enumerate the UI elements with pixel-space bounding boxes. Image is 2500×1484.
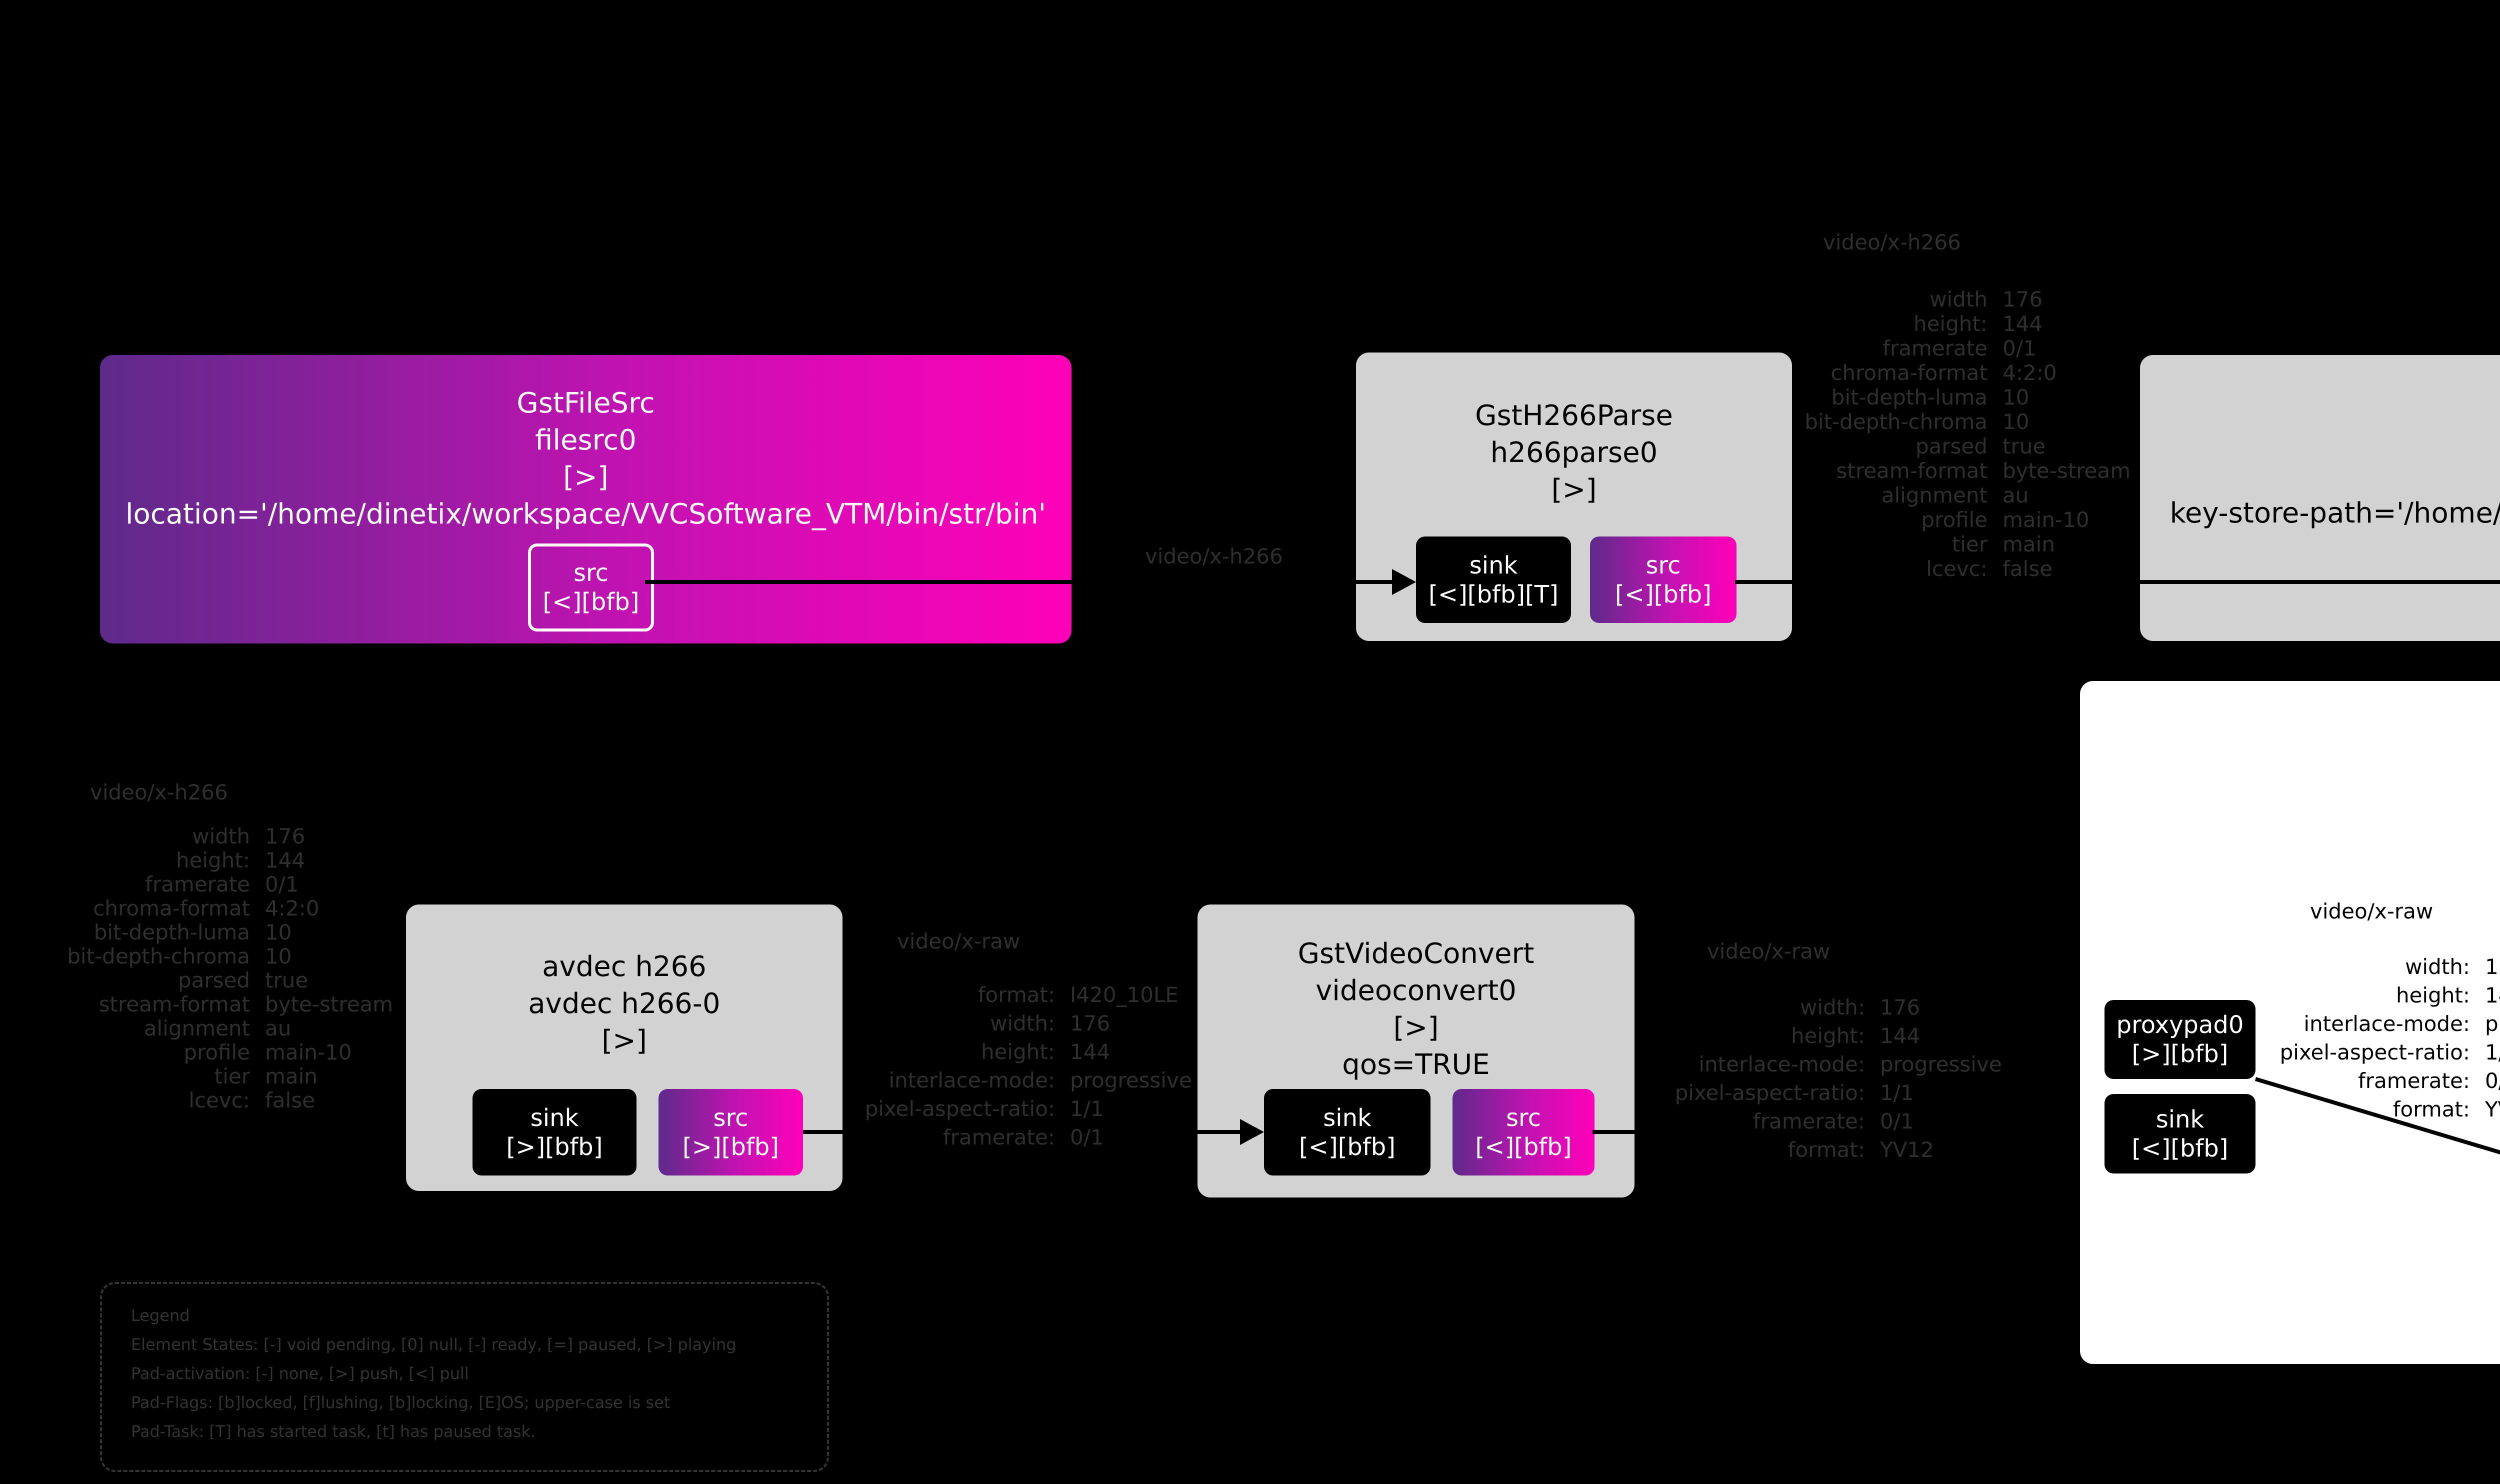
element-type: GstAutoVideoSink [2080, 701, 2500, 738]
bin-autovideosink: GstAutoVideoSink autovideosink0 [>] filt… [2080, 681, 2500, 1364]
legend: Legend Element States: [-] void pending,… [100, 1282, 829, 1472]
pad-flags: [<][bfb] [542, 588, 640, 616]
pad-videoconvert-sink: sink [<][bfb] [1264, 1089, 1430, 1176]
pad-autovideosink-sink: sink [<][bfb] [2104, 1094, 2256, 1174]
arrowhead-h266parse-sink [1392, 569, 1416, 595]
element-type: GstVideoConvert [1298, 938, 1534, 970]
edge-caps-label: video/x-h266 [1145, 544, 1283, 568]
legend-line-pad-task: Pad-Task: [T] has started task, [t] has … [131, 1422, 536, 1441]
pad-h266parse-sink: sink [<][bfb][T] [1416, 536, 1571, 623]
element-name: filesrc0 [535, 424, 636, 456]
pad-name: src [1506, 1104, 1542, 1132]
element-type: DscVerifier [2140, 384, 2500, 421]
pad-avdec-sink: sink [>][bfb] [472, 1089, 636, 1176]
pad-flags: [<][bfb] [1615, 580, 1712, 608]
pad-name: src [1646, 551, 1681, 580]
caps-media-type: video/x-raw [2310, 899, 2434, 924]
element-type: avdec h266 [542, 950, 706, 983]
edge-h266parse-to-dscverifier [1735, 580, 2500, 584]
pad-flags: [>][bfb] [682, 1132, 779, 1161]
legend-line-element-states: Element States: [-] void pending, [0] nu… [131, 1335, 736, 1354]
pad-avdec-src: src [>][bfb] [658, 1089, 803, 1176]
legend-title: Legend [131, 1306, 190, 1325]
element-avdec: avdec h266 avdec h266-0 [>] sink [>][bfb… [406, 904, 842, 1191]
pad-flags: [<][bfb] [1299, 1132, 1396, 1161]
element-name: h266parse0 [1490, 436, 1658, 469]
edge-videoconvert-out [1592, 1130, 2080, 1134]
pad-name: sink [1469, 551, 1518, 580]
element-property: key-store-path='/home/dinetix/workspace/… [2170, 497, 2500, 530]
element-state: [>] [602, 1024, 647, 1057]
pad-name: src [573, 559, 609, 587]
edge-avdec-to-videoconvert [803, 1130, 1240, 1134]
caps-media-type: video/x-raw [897, 929, 1020, 954]
legend-line-pad-flags: Pad-Flags: [b]locked, [f]lushing, [b]loc… [131, 1393, 670, 1412]
caps-media-type: video/x-h266 [90, 780, 228, 804]
pad-name: sink [1323, 1104, 1372, 1132]
element-state: [>] [563, 461, 608, 494]
element-dscverifier: DscVerifier dscverifier0 [>] key-store-p… [2140, 355, 2500, 641]
pad-videoconvert-src: src [<][bfb] [1452, 1089, 1594, 1176]
pad-name: src [713, 1104, 748, 1132]
caps-media-type: video/x-h266 [1823, 230, 1961, 254]
pad-flags: [>][bfb] [2132, 1040, 2228, 1068]
element-name: dscverifier0 [2140, 421, 2500, 458]
element-name: autovideosink0 [2080, 738, 2500, 775]
element-name: avdec h266-0 [528, 988, 720, 1020]
pad-autovideosink-proxypad0: proxypad0 [>][bfb] [2104, 1000, 2256, 1079]
element-type: GstH266Parse [1475, 400, 1673, 432]
element-property: location='/home/dinetix/workspace/VVCSof… [126, 498, 1046, 530]
element-videoconvert: GstVideoConvert videoconvert0 [>] qos=TR… [1198, 904, 1634, 1198]
element-h266parse: GstH266Parse h266parse0 [>] sink [<][bfb… [1356, 352, 1792, 641]
pad-name: sink [2156, 1105, 2204, 1134]
pad-flags: [<][bfb] [1475, 1132, 1572, 1161]
caps-media-type: video/x-raw [1707, 939, 1830, 964]
legend-line-pad-activation: Pad-activation: [-] none, [>] push, [<] … [131, 1364, 469, 1383]
pad-flags: [>][bfb] [506, 1132, 603, 1161]
element-property: qos=TRUE [1342, 1048, 1490, 1081]
arrowhead-videoconvert-sink [1240, 1119, 1264, 1145]
pad-filesrc-src: src [<][bfb] [528, 544, 654, 632]
pad-name: sink [530, 1104, 579, 1132]
element-state: [>] [2080, 775, 2500, 812]
element-state: [>] [2140, 458, 2500, 495]
pad-flags: [<][bfb] [2132, 1134, 2228, 1162]
element-state: [>] [1393, 1012, 1439, 1044]
element-state: [>] [1551, 474, 1597, 506]
edge-filesrc-to-h266parse [645, 580, 1392, 584]
element-property: filter-caps=video/x-raw [2080, 812, 2500, 849]
element-type: GstFileSrc [516, 387, 655, 420]
pad-flags: [<][bfb][T] [1428, 580, 1558, 608]
element-filesrc: GstFileSrc filesrc0 [>] location='/home/… [100, 355, 1072, 644]
pad-name: proxypad0 [2116, 1011, 2244, 1039]
element-name: videoconvert0 [1316, 974, 1516, 1007]
pad-h266parse-src: src [<][bfb] [1590, 536, 1736, 623]
